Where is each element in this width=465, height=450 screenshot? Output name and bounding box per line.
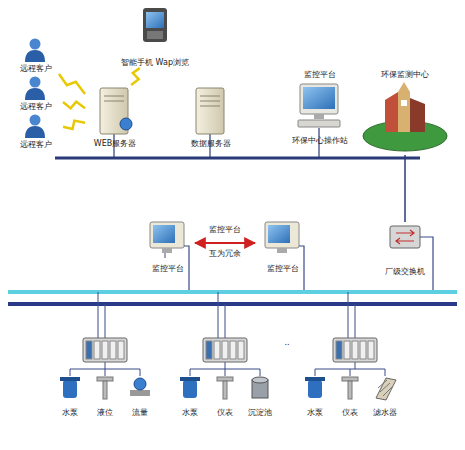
node-label: WEB服务器 bbox=[94, 139, 136, 149]
instrument: 仪表 bbox=[333, 374, 367, 418]
node-label: 环保中心操作站 bbox=[292, 136, 348, 146]
web-server: WEB服务器 bbox=[85, 85, 145, 149]
node-label: 远程客户 bbox=[20, 102, 52, 112]
wireless-link bbox=[59, 74, 85, 94]
instrument: 仪表 bbox=[208, 374, 242, 418]
node-label: 监控平台 bbox=[304, 70, 336, 80]
node-label: 远程客户 bbox=[20, 140, 52, 150]
person-icon bbox=[25, 39, 45, 63]
plc-module bbox=[102, 341, 108, 359]
plc-module bbox=[352, 341, 358, 359]
node-label: 水泵 bbox=[307, 408, 323, 418]
phone-icon bbox=[143, 8, 167, 42]
building-globe bbox=[363, 82, 447, 151]
server-tower bbox=[100, 88, 132, 134]
plc-rack bbox=[333, 338, 377, 362]
plc-module bbox=[206, 341, 212, 359]
filter-icon bbox=[376, 378, 396, 400]
node-label: 远程客户 bbox=[20, 64, 52, 74]
monitor-platform: 监控平台 bbox=[140, 212, 195, 274]
trunk-line bbox=[404, 155, 406, 222]
pc-icon bbox=[298, 84, 340, 127]
node-label: 智能手机 Wap浏览 bbox=[121, 58, 189, 68]
gauge-icon bbox=[97, 377, 358, 399]
remote-client: 远程客户 bbox=[8, 114, 63, 150]
flowmeter-icon bbox=[130, 378, 150, 396]
wireless-link bbox=[63, 121, 85, 129]
node-label: 环保监测中心 bbox=[381, 70, 429, 80]
plc-module bbox=[360, 341, 366, 359]
plc-module bbox=[336, 341, 342, 359]
pump-icon bbox=[60, 377, 325, 398]
monitoring-centre: 环保监测中心 bbox=[360, 70, 450, 155]
wireless-link bbox=[63, 102, 85, 109]
server-tower bbox=[196, 88, 224, 134]
settling-tank: 沉淀池 bbox=[243, 374, 277, 418]
node-label: 数据服务器 bbox=[191, 139, 231, 149]
person-icon bbox=[25, 77, 45, 101]
monitor-icon bbox=[265, 222, 304, 292]
ellipsis-mark: .. bbox=[282, 338, 291, 348]
flow-meter: 流量 bbox=[123, 374, 157, 418]
switch-icon bbox=[390, 226, 433, 292]
remote-client: 远程客户 bbox=[8, 38, 63, 74]
annotation-label: 监控平台 bbox=[207, 225, 243, 235]
node-label: 水泵 bbox=[182, 408, 198, 418]
monitor-platform: 监控平台 bbox=[255, 212, 310, 274]
node-label: 液位 bbox=[97, 408, 113, 418]
level-gauge: 液位 bbox=[88, 374, 122, 418]
plc-station bbox=[70, 292, 385, 376]
plc-module bbox=[344, 341, 350, 359]
plc-module bbox=[86, 341, 92, 359]
node-label: 监控平台 bbox=[267, 264, 299, 274]
plc-module bbox=[94, 341, 100, 359]
remote-client: 远程客户 bbox=[8, 76, 63, 112]
plc-module bbox=[238, 341, 244, 359]
edge-label: 互为冗余 bbox=[207, 249, 243, 259]
water-pump: 水泵 bbox=[53, 374, 87, 418]
plc-module bbox=[368, 341, 374, 359]
water-pump: 水泵 bbox=[173, 374, 207, 418]
field-ring bbox=[8, 292, 457, 304]
node-label: 监控平台 bbox=[152, 264, 184, 274]
smart-phone: 智能手机 Wap浏览 bbox=[118, 8, 192, 68]
redundancy-arrow bbox=[195, 242, 255, 244]
node-label: 水泵 bbox=[62, 408, 78, 418]
node-label: 流量 bbox=[132, 408, 148, 418]
plc-rack bbox=[83, 338, 127, 362]
plant-switch: 厂级交换机 bbox=[380, 222, 430, 277]
monitor-icon bbox=[150, 222, 189, 292]
node-label: 沉淀池 bbox=[248, 408, 272, 418]
plc-module bbox=[230, 341, 236, 359]
node-label: 滤水器 bbox=[373, 408, 397, 418]
node-label: 仪表 bbox=[342, 408, 358, 418]
node-label: 仪表 bbox=[217, 408, 233, 418]
plc-module bbox=[118, 341, 124, 359]
tank-icon bbox=[252, 377, 268, 398]
operator-station: 监控平台环保中心操作站 bbox=[272, 70, 367, 146]
node-label: 厂级交换机 bbox=[385, 267, 425, 277]
wireless-link bbox=[131, 68, 140, 85]
water-pump: 水泵 bbox=[298, 374, 332, 418]
person-icon bbox=[25, 115, 45, 139]
plc-module bbox=[222, 341, 228, 359]
data-server: 数据服务器 bbox=[180, 85, 242, 149]
plc-rack bbox=[203, 338, 247, 362]
plc-module bbox=[214, 341, 220, 359]
water-filter: 滤水器 bbox=[368, 374, 402, 418]
plc-rack bbox=[83, 338, 377, 362]
plc-module bbox=[110, 341, 116, 359]
